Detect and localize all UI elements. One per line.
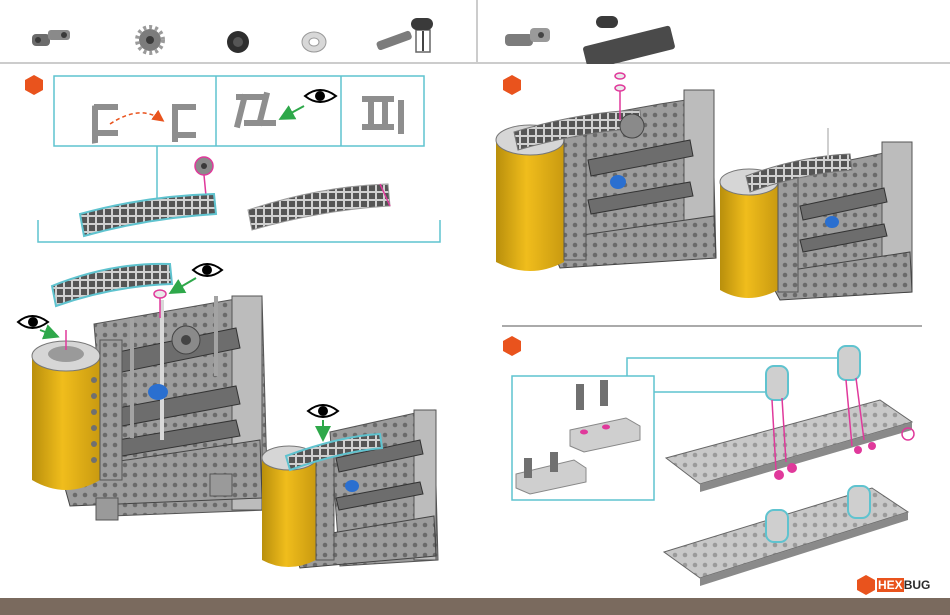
long-plate-bottom <box>664 486 908 586</box>
eye-icon <box>308 405 338 417</box>
assembly-left-small <box>262 410 438 568</box>
footer-bar <box>0 598 950 615</box>
eye-icon <box>193 264 222 276</box>
long-plate-top <box>666 346 914 492</box>
assembly-right-top-b <box>720 128 912 300</box>
chain-loop <box>248 184 390 230</box>
eye-icon <box>18 316 48 328</box>
step-marker <box>25 75 43 95</box>
gear-small <box>195 157 213 175</box>
hexbug-logo: HEX BUG <box>856 574 930 596</box>
step-marker <box>503 75 521 95</box>
assembly-left-large <box>32 296 268 520</box>
logo-suffix: BUG <box>904 578 931 592</box>
chain-above-left <box>52 264 172 306</box>
step-marker <box>503 336 521 356</box>
chain-highlighted <box>80 194 216 236</box>
callout-panel <box>54 76 424 146</box>
assembly-right-top-a <box>496 73 716 271</box>
logo-hex-icon <box>856 575 876 595</box>
logo-prefix: HEX <box>877 578 904 592</box>
